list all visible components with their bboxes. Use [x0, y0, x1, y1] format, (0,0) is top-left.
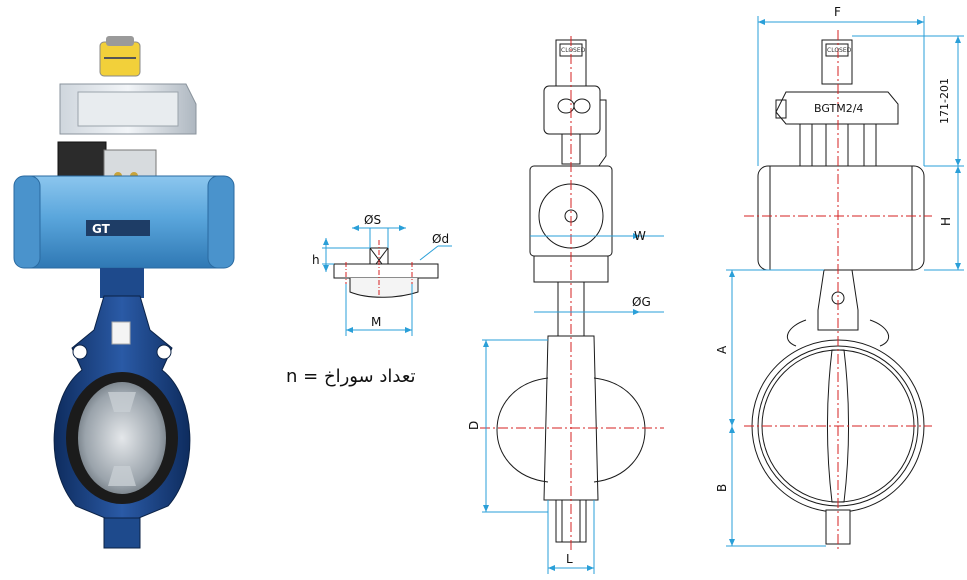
- dim-od: Ød: [432, 232, 449, 246]
- front-closed-label: CLOSED: [827, 47, 852, 54]
- dim-d: D: [467, 421, 481, 430]
- front-dimensions: [726, 16, 964, 547]
- dim-h-small: h: [312, 253, 320, 267]
- dim-a: A: [715, 345, 729, 354]
- valve-photo: GT: [13, 36, 235, 549]
- dim-m: M: [371, 315, 381, 329]
- disc: [78, 382, 166, 494]
- holes-count-label: تعداد سوراخ = n: [286, 366, 416, 387]
- brand-label: GT: [92, 222, 111, 236]
- dim-h-big: H: [939, 217, 953, 226]
- side-closed-label: CLOSED: [561, 47, 586, 54]
- dim-l: L: [566, 552, 573, 566]
- side-dimensions: [482, 233, 664, 574]
- dim-171-201: 171-201: [938, 78, 951, 124]
- front-centerlines: [744, 30, 932, 552]
- dim-b: B: [715, 484, 729, 492]
- dim-w: W: [634, 229, 646, 243]
- side-centerlines: [480, 36, 664, 550]
- dim-f: F: [834, 5, 841, 19]
- model-label: BGTM2/4: [814, 102, 863, 115]
- flange-detail: [322, 225, 452, 336]
- dim-os: ØS: [364, 213, 381, 227]
- dim-og: ØG: [632, 295, 651, 309]
